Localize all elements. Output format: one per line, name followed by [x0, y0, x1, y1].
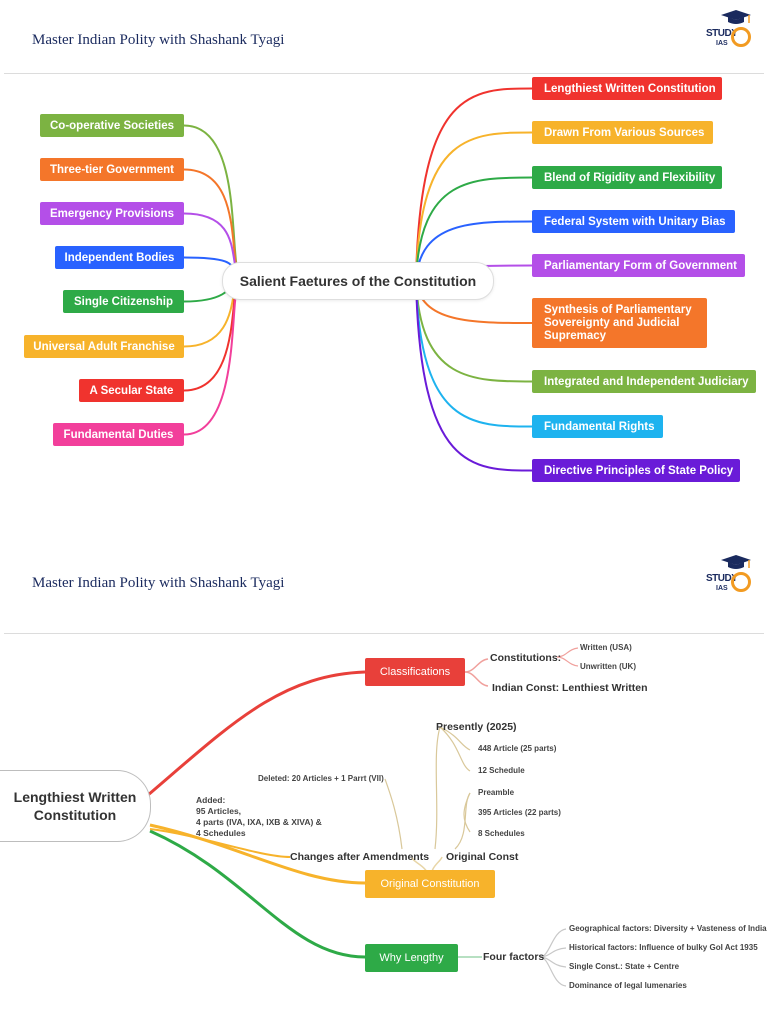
constitutions-label: Constitutions:	[490, 652, 562, 664]
original-item: 8 Schedules	[478, 829, 525, 838]
right-connector	[415, 279, 533, 472]
original-item: 395 Articles (22 parts)	[478, 808, 561, 817]
right-connector	[415, 279, 533, 428]
logo-ring-icon	[731, 572, 751, 592]
four-factors-label: Four factors	[483, 951, 545, 963]
header-divider	[4, 633, 764, 634]
left-feature-node: Three-tier Government	[40, 158, 184, 181]
graduation-cap-icon	[721, 555, 751, 569]
right-feature-node: Synthesis of Parliamentary Sovereignty a…	[532, 298, 707, 348]
right-feature-node: Lengthiest Written Constitution	[532, 77, 722, 100]
right-connector	[415, 87, 533, 281]
right-feature-node: Integrated and Independent Judiciary	[532, 370, 756, 393]
logo-word: STUDY	[706, 573, 738, 584]
present-item: 12 Schedule	[478, 766, 525, 775]
why-lengthy-node: Why Lengthy	[365, 944, 458, 972]
logo-word: STUDY	[706, 28, 738, 39]
right-feature-node: Directive Principles of State Policy	[532, 459, 740, 482]
unwritten-uk: Unwritten (UK)	[580, 662, 636, 671]
left-feature-node: Emergency Provisions	[40, 202, 184, 225]
original-const-label: Original Const	[446, 851, 519, 863]
original-constitution-node: Original Constitution	[365, 870, 495, 898]
right-feature-node: Federal System with Unitary Bias	[532, 210, 735, 233]
header-divider	[4, 73, 764, 74]
changes-after-amendments: Changes after Amendments	[290, 851, 430, 863]
right-feature-node: Drawn From Various Sources	[532, 121, 713, 144]
root-topic: Lengthiest Written Constitution	[0, 770, 151, 842]
indian-const-label: Indian Const: Lenthiest Written	[492, 682, 648, 694]
right-feature-node: Blend of Rigidity and Flexibility	[532, 166, 722, 189]
graduation-cap-icon	[721, 10, 751, 24]
logo-sub: IAS	[716, 585, 728, 592]
right-connector	[415, 131, 533, 281]
left-feature-node: A Secular State	[79, 379, 184, 402]
deleted-note: Deleted: 20 Articles + 1 Parrt (VII)	[258, 774, 384, 783]
right-feature-node: Parliamentary Form of Government	[532, 254, 745, 277]
written-usa: Written (USA)	[580, 643, 632, 652]
studyiq-logo: STUDY IAS	[704, 10, 760, 56]
right-connector	[415, 176, 533, 281]
original-item: Preamble	[478, 788, 515, 797]
factor-item: Dominance of legal lumenaries	[569, 981, 687, 990]
added-note: Added:95 Articles,4 parts (IVA, IXA, IXB…	[196, 795, 322, 838]
mindmap-page-2: Master Indian Polity with Shashank Tyagi…	[0, 545, 768, 1024]
factor-item: Historical factors: Influence of bulky G…	[569, 943, 758, 952]
classifications-node: Classifications	[365, 658, 465, 686]
left-feature-node: Single Citizenship	[63, 290, 184, 313]
left-feature-node: Co-operative Societies	[40, 114, 184, 137]
mindmap-page-1: Master Indian Polity with Shashank Tyagi…	[0, 0, 768, 500]
factor-item: Geographical factors: Diversity + Vasten…	[569, 924, 767, 933]
logo-sub: IAS	[716, 40, 728, 47]
factor-item: Single Const.: State + Centre	[569, 962, 680, 971]
right-connector	[415, 279, 533, 383]
right-feature-node: Fundamental Rights	[532, 415, 663, 438]
presently-label: Presently (2025)	[436, 721, 517, 733]
present-item: 448 Article (25 parts)	[478, 744, 557, 753]
right-connector	[415, 220, 533, 281]
left-feature-node: Independent Bodies	[55, 246, 184, 269]
studyiq-logo: STUDY IAS	[704, 555, 760, 601]
page-header: Master Indian Polity with Shashank Tyagi	[32, 32, 285, 48]
page-header: Master Indian Polity with Shashank Tyagi	[32, 575, 285, 591]
left-feature-node: Universal Adult Franchise	[24, 335, 184, 358]
central-topic: Salient Faetures of the Constitution	[222, 262, 494, 300]
logo-ring-icon	[731, 27, 751, 47]
left-feature-node: Fundamental Duties	[53, 423, 184, 446]
